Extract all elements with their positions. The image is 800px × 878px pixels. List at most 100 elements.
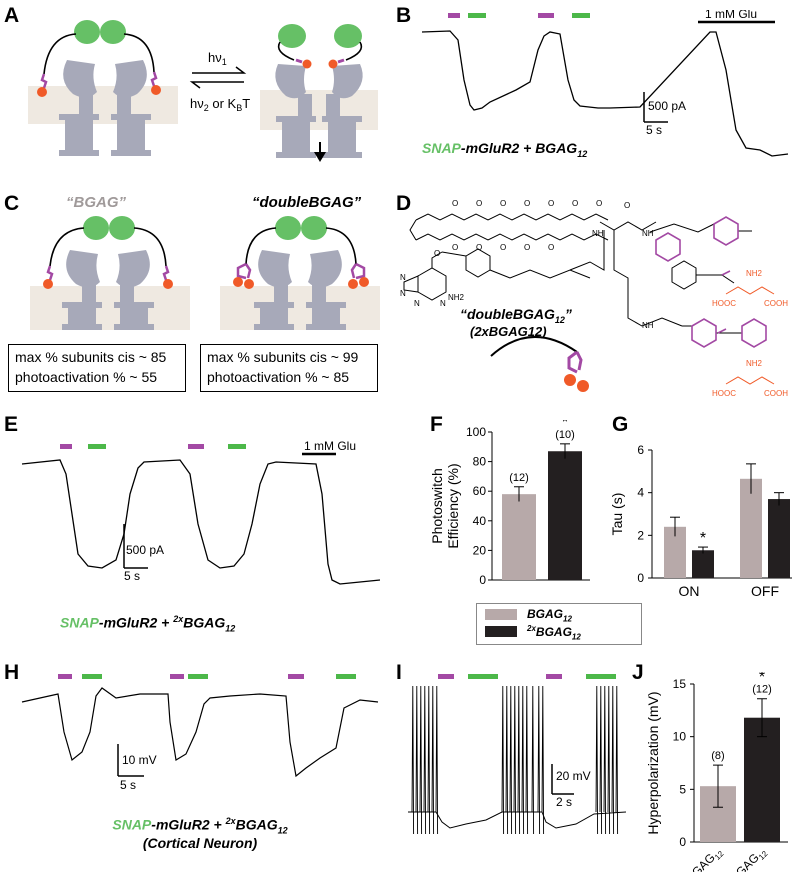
panel-h-caption: SNAP-mGluR2 + 2xBGAG12 (Cortical Neuron) (60, 816, 340, 851)
scale-x-label: 5 s (646, 123, 662, 137)
panel-e-trace: 1 mM Glu 500 pA 5 s (21, 439, 381, 585)
compound-name: “doubleBGAG (460, 306, 555, 322)
n-label: (12) (509, 472, 529, 484)
panel-letter-i: I (396, 661, 402, 684)
glu-label: 1 mM Glu (705, 10, 757, 21)
caption-line2: (Cortical Neuron) (142, 835, 258, 852)
scale-x-label: 2 s (556, 795, 572, 809)
significance-star: * (562, 420, 568, 431)
bgag-title: “BGAG” (66, 194, 126, 211)
ligand-dot (577, 380, 589, 392)
legend-swatch-bgag (485, 609, 517, 620)
action-potential-spike (599, 685, 603, 835)
doublebgag-stats-box: max % subunits cis ~ 99 photoactivation … (200, 344, 378, 392)
green-light-bar (468, 13, 486, 18)
action-potential-spike (419, 685, 423, 835)
panel-e-caption: SNAP-mGluR2 + 2xBGAG12 (60, 614, 235, 633)
action-potential-spike (603, 685, 607, 835)
x-tick-label-main: 2xBGAG (718, 851, 761, 872)
caption-sub: 12 (577, 148, 588, 159)
green-light-bar (572, 13, 590, 18)
y-tick-label: 80 (473, 455, 487, 469)
x-tick-label-main: BGAG (683, 851, 717, 872)
snap-text: SNAP (60, 614, 99, 631)
bar (692, 550, 714, 578)
svg-text:NH: NH (642, 229, 654, 238)
doublebgag-cartoon-tether (490, 335, 578, 357)
action-potential-spike (595, 685, 599, 835)
svg-text:N: N (400, 289, 406, 298)
bar (740, 478, 762, 578)
snap-tag (74, 20, 100, 44)
panel-c-schematic (30, 216, 380, 330)
panel-letter-d: D (396, 192, 412, 215)
action-potential-spike (415, 685, 419, 835)
caption-rest: -mGluR2 + (151, 816, 226, 833)
y-tick-label: 6 (637, 443, 644, 457)
down-arrow-icon (314, 152, 326, 162)
legend-swatch-2xbgag (485, 626, 517, 637)
panel-i-trace: 20 mV 2 s (408, 674, 627, 835)
panel-letter-g: G (612, 413, 629, 436)
y-axis-label: Tau (s) (609, 493, 625, 536)
svg-text:O: O (524, 243, 530, 252)
x-tick-label: BGAG12 (683, 844, 726, 872)
action-potential-spike (517, 685, 521, 835)
svg-text:NH: NH (642, 321, 654, 330)
svg-text:NH2: NH2 (746, 269, 763, 278)
action-potential-spike (431, 685, 435, 835)
svg-text:HOOC: HOOC (712, 389, 736, 398)
y-tick-label: 0 (479, 573, 486, 587)
doublebgag-cis-stat: max % subunits cis ~ 99 (207, 349, 359, 365)
scale-x-label: 5 s (120, 778, 136, 792)
snap-text: SNAP (422, 140, 461, 156)
action-potential-spike (531, 685, 535, 835)
scale-x-label: 5 s (124, 569, 140, 583)
y-tick-label: 0 (637, 571, 644, 585)
scale-y-label: 500 pA (126, 543, 164, 557)
svg-text:O: O (548, 243, 554, 252)
svg-text:O: O (524, 199, 530, 208)
svg-text:O: O (452, 199, 458, 208)
svg-text:N: N (440, 299, 446, 308)
action-potential-spike (611, 685, 615, 835)
legend-sup: 2x (527, 624, 536, 633)
panel-letter-f: F (430, 413, 443, 436)
doublebgag-photoactivation-stat: photoactivation % ~ 85 (207, 369, 350, 385)
panel-b-caption: SNAP-mGluR2 + BGAG12 (422, 140, 587, 159)
glutamate-ligand (151, 85, 161, 95)
legend-label-bgag: BGAG12 (527, 607, 572, 623)
svg-text:O: O (624, 201, 630, 210)
action-potential-spike (521, 685, 525, 835)
y-tick-label: 60 (473, 484, 487, 498)
svg-text:O: O (500, 199, 506, 208)
action-potential-spike (423, 685, 427, 835)
svg-text:N: N (400, 273, 406, 282)
bgag-cis-stat: max % subunits cis ~ 85 (15, 349, 167, 365)
forward-arrow (192, 66, 247, 74)
svg-text:NH: NH (592, 229, 604, 238)
compound-alias: (2xBGAG12) (470, 324, 547, 339)
action-potential-spike (505, 685, 509, 835)
bar (548, 451, 582, 580)
voltage-trace (21, 687, 379, 778)
n-label: (12) (752, 684, 772, 696)
y-tick-label: 100 (466, 425, 486, 439)
chart-legend: BGAG12 2xBGAG12 (476, 603, 642, 645)
panel-b-trace: 1 mM Glu 500 pA 5 s (421, 10, 789, 157)
y-axis-label-line1: Photoswitch (429, 468, 445, 543)
caption-main: BGAG (183, 614, 226, 631)
svg-text:O: O (476, 199, 482, 208)
action-potential-spike (411, 685, 415, 835)
panel-letter-b: B (396, 4, 412, 27)
panel-letter-e: E (4, 413, 19, 436)
n-label: (8) (711, 750, 724, 762)
panel-letter-h: H (4, 661, 20, 684)
significance-star: * (700, 530, 706, 547)
action-potential-spike (607, 685, 611, 835)
ligand-dot (564, 374, 576, 386)
legend-main: BGAG (527, 607, 563, 621)
caption-main: BGAG (235, 816, 278, 833)
